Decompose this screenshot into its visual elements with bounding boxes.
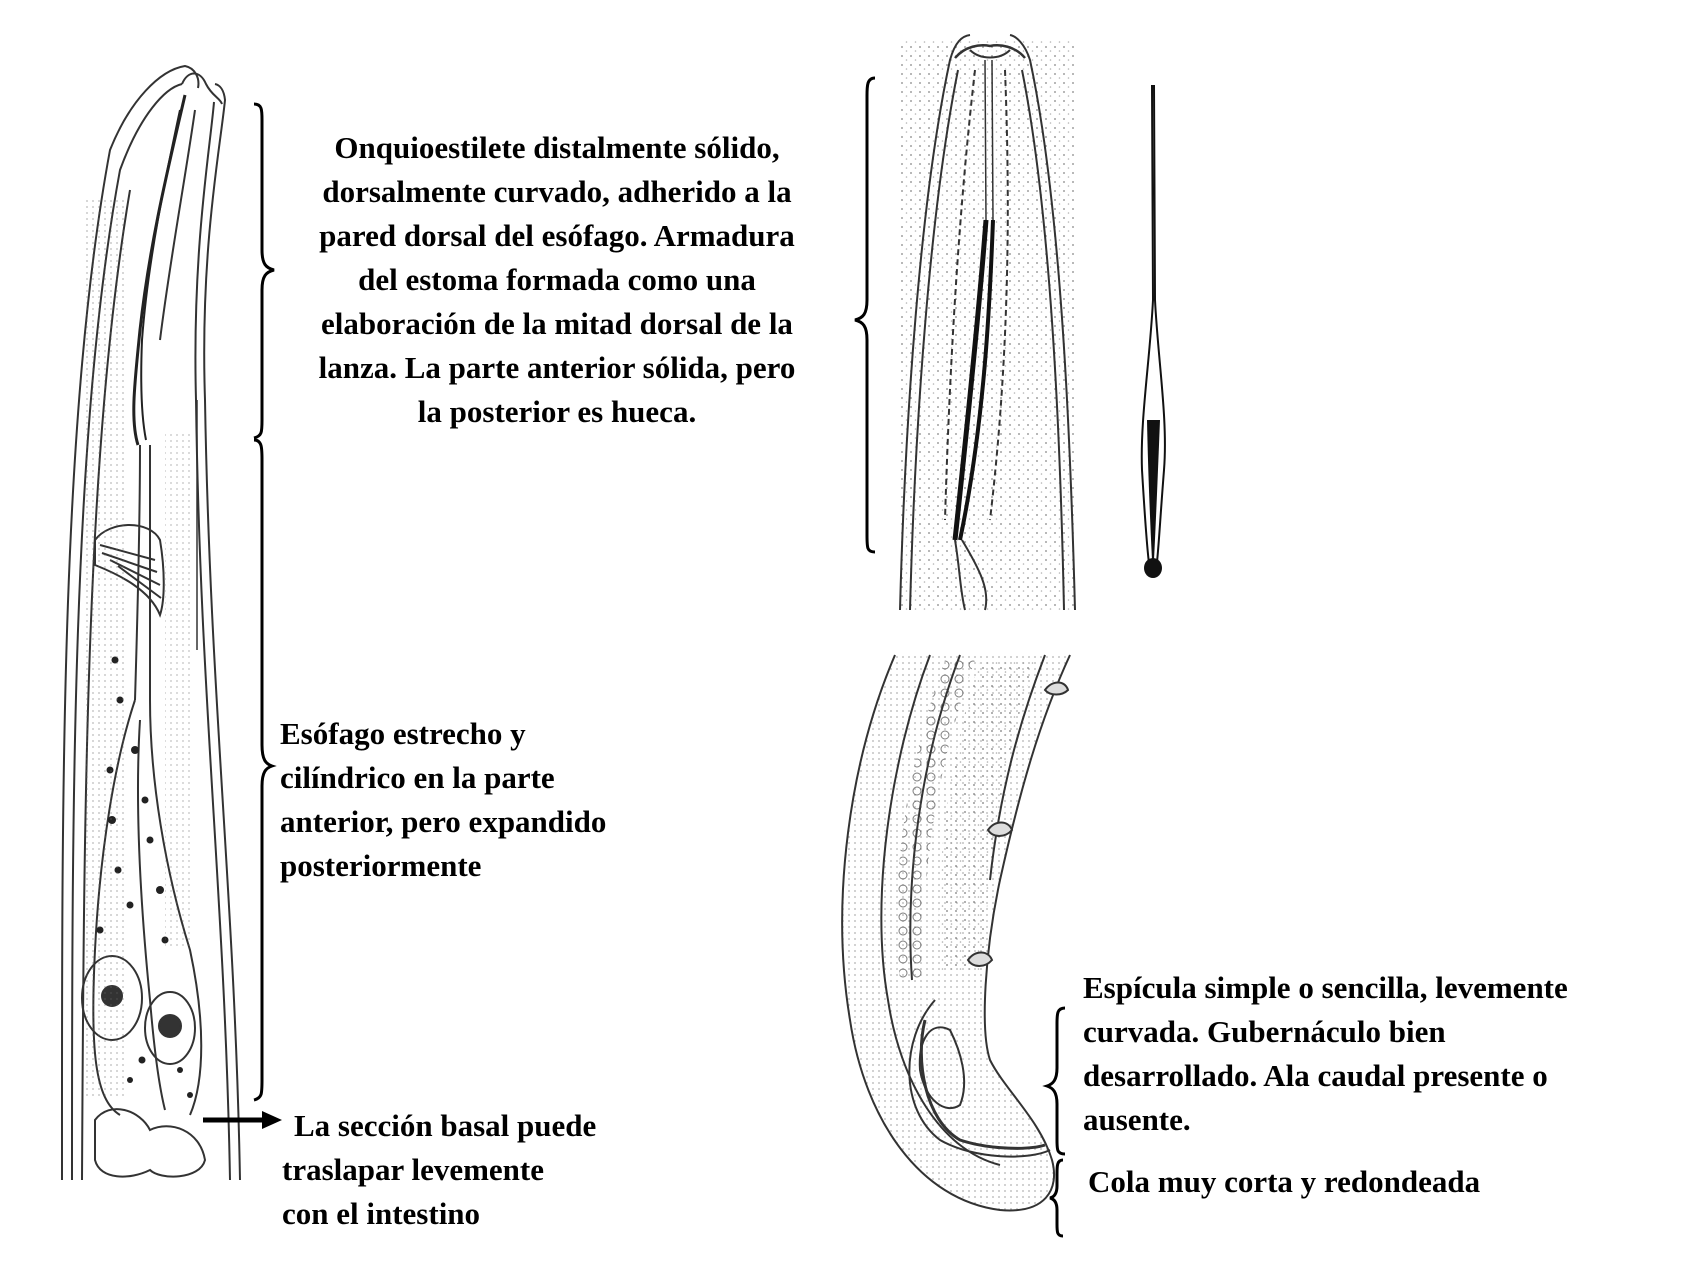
stylet-line-5: elaboración de la mitad dorsal de la	[321, 306, 793, 341]
tail-line: Cola muy corta y redondeada	[1088, 1164, 1481, 1199]
esophagus-line-2: cilíndrico en la parte	[280, 760, 555, 795]
stylet-line-2: dorsalmente curvado, adherido a la	[322, 174, 792, 209]
brace-tail-region	[1049, 1158, 1064, 1238]
basal-line-3: con el intestino	[282, 1196, 481, 1231]
arrow-to-basal-section	[203, 1111, 282, 1129]
spicule-line-4: ausente.	[1083, 1102, 1191, 1137]
basal-line-2-left: traslapar	[282, 1152, 404, 1187]
anterior-body-drawing	[60, 64, 241, 1181]
label-tail-description: Cola muy corta y redondeada	[1088, 1160, 1648, 1204]
basal-line-2-right: levemente	[411, 1152, 544, 1187]
tail-drawing	[841, 654, 1071, 1212]
stylet-line-4: del estoma formada como una	[358, 262, 756, 297]
brace-esophagus-region	[253, 438, 277, 1102]
spicule-line-3: desarrollado. Ala caudal presente o	[1083, 1058, 1548, 1093]
spicule-line-2: curvada. Gubernáculo bien	[1083, 1014, 1446, 1049]
esophagus-line-4: posteriormente	[280, 848, 482, 883]
label-basal-section: La sección basal puede traslapar levemen…	[282, 1104, 722, 1236]
esophagus-line-1: Esófago estrecho y	[280, 716, 526, 751]
stylet-line-1: Onquioestilete distalmente sólido,	[334, 130, 780, 165]
brace-spicule-region	[1042, 1006, 1066, 1156]
basal-line-1: La sección basal puede	[294, 1108, 597, 1143]
brace-head-closeup	[854, 76, 876, 554]
label-esophagus-description: Esófago estrecho y cilíndrico en la part…	[280, 712, 720, 888]
spicule-line-1: Espícula simple o sencilla, levemente	[1083, 970, 1568, 1005]
label-spicule-description: Espícula simple o sencilla, levemente cu…	[1083, 966, 1683, 1142]
brace-stylet-region	[253, 102, 275, 440]
head-closeup-drawing	[899, 34, 1076, 611]
stylet-line-3: pared dorsal del esófago. Armadura	[319, 218, 795, 253]
isolated-stylet-drawing	[1140, 84, 1166, 578]
esophagus-line-3: anterior, pero expandido	[280, 804, 607, 839]
stylet-line-6: lanza. La parte anterior sólida, pero	[318, 350, 796, 385]
label-stylet-description: Onquioestilete distalmente sólido, dorsa…	[272, 126, 842, 434]
stylet-line-7: la posterior es hueca.	[417, 394, 697, 429]
basal-line-2: traslapar levemente	[282, 1148, 722, 1192]
